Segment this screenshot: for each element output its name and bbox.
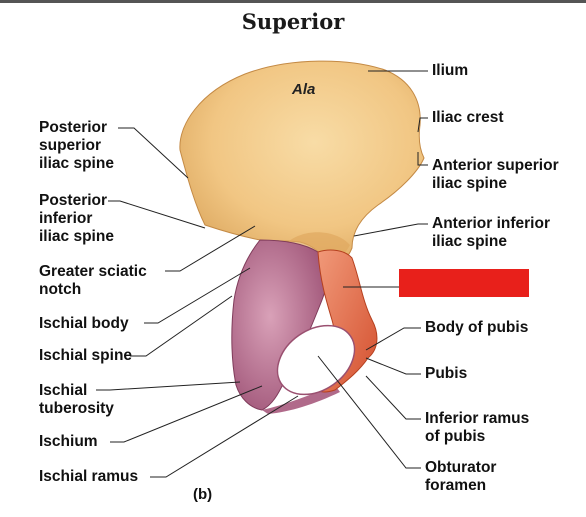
redacted-label-box — [399, 269, 529, 297]
label-ischial-body: Ischial body — [39, 315, 129, 332]
label-ischial-tuberosity: Ischial tuberosity — [39, 382, 114, 417]
diagram-title: Superior — [241, 9, 345, 34]
label-pubis: Pubis — [425, 365, 468, 382]
label-body-of-pubis: Body of pubis — [425, 319, 529, 336]
label-inferior-ramus-of-pubis: Inferior ramus of pubis — [425, 410, 530, 445]
label-posterior-inferior-iliac-spine: Posterior inferior iliac spine — [39, 192, 114, 245]
label-ischial-spine: Ischial spine — [39, 347, 133, 364]
label-iliac-crest: Iliac crest — [432, 109, 504, 126]
label-ischium: Ischium — [39, 433, 98, 450]
label-anterior-inferior-iliac-spine: Anterior inferior iliac spine — [432, 215, 550, 250]
label-ischial-ramus: Ischial ramus — [39, 468, 139, 485]
label-obturator-foramen: Obturator foramen — [425, 459, 497, 494]
label-ilium: Ilium — [432, 62, 469, 79]
label-anterior-superior-iliac-spine: Anterior superior iliac spine — [432, 157, 559, 192]
figure-caption: (b) — [193, 486, 213, 503]
label-greater-sciatic-notch: Greater sciatic notch — [39, 263, 147, 298]
top-border — [0, 0, 586, 3]
ala-label: Ala — [292, 81, 316, 98]
label-posterior-superior-iliac-spine: Posterior superior iliac spine — [39, 119, 114, 172]
